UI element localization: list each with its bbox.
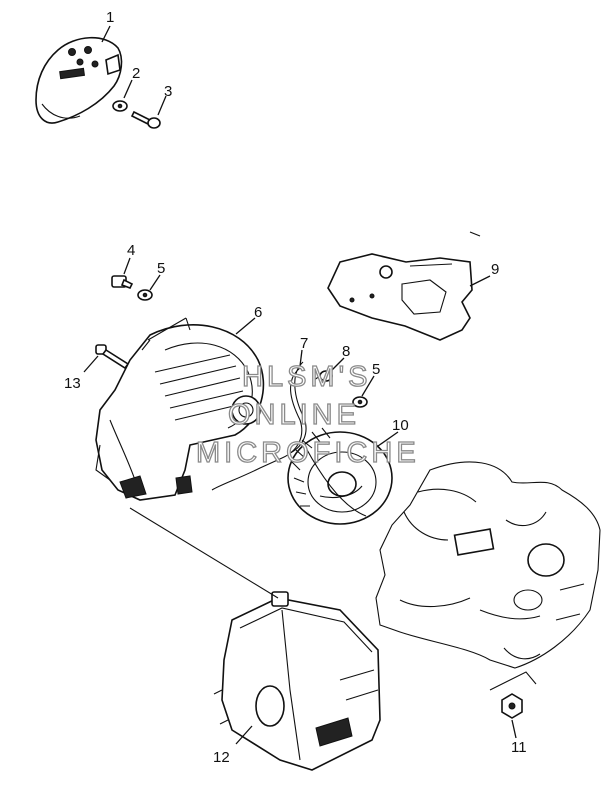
part-11-nut (501, 693, 523, 719)
callout-5-right: 5 (372, 361, 380, 378)
watermark-line-2: ONLINE (228, 399, 360, 431)
callout-4: 4 (127, 242, 135, 259)
part-1-cover-plate (35, 36, 123, 124)
watermark-line-1: HLSM'S (242, 361, 371, 393)
part-10-flywheel-fan (287, 427, 393, 525)
watermark: HLSM'S ONLINE MICROFICHE (195, 360, 420, 469)
callout-8: 8 (342, 343, 350, 360)
callout-9: 9 (491, 261, 499, 278)
callout-6: 6 (254, 304, 262, 321)
part-13-bolt (95, 344, 130, 370)
callout-5: 5 (157, 260, 165, 277)
callout-13: 13 (64, 375, 81, 392)
watermark-line-3: MICROFICHE (196, 437, 420, 469)
part-4-bolt (111, 275, 134, 290)
part-8-clip (313, 370, 333, 382)
part-7-hose (211, 361, 307, 491)
callout-3: 3 (164, 83, 172, 100)
part-5-washer-upper (137, 289, 153, 301)
part-3-screw (130, 110, 161, 129)
leader-lines (83, 25, 537, 745)
part-6-fan-shroud (95, 317, 265, 501)
part-12-lower-shroud (213, 591, 381, 771)
callout-1: 1 (106, 9, 114, 26)
callout-11: 11 (511, 739, 527, 756)
callout-12: 12 (213, 749, 230, 766)
callout-numbers: 1 2 3 4 5 6 7 8 5 9 10 11 12 13 (64, 9, 527, 766)
callout-10: 10 (392, 417, 409, 434)
callout-2: 2 (132, 65, 140, 82)
part-5-washer-right (352, 396, 368, 408)
engine-crankcase (375, 461, 601, 669)
part-2-washer (112, 100, 128, 112)
callout-7: 7 (300, 335, 308, 352)
part-9-gasket (327, 253, 473, 341)
